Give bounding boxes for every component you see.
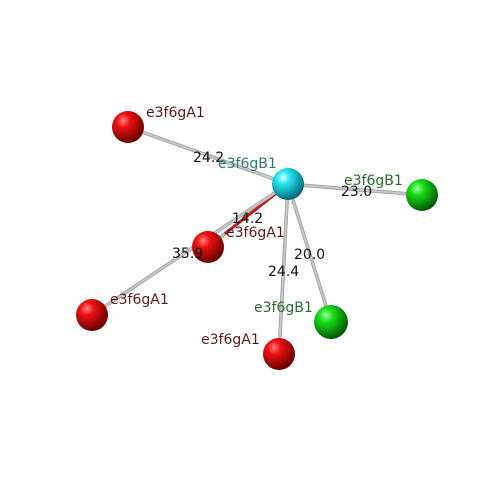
distance-label-a1: 24.2 — [193, 150, 224, 166]
atom-b2 — [314, 305, 348, 339]
atom-label-a2: e3f6gA1 — [226, 225, 285, 241]
atom-a3 — [76, 299, 108, 331]
atom-label-a4: e3f6gA1 — [201, 332, 260, 348]
edges-layer — [90, 125, 424, 356]
atom-label-a3: e3f6gA1 — [110, 292, 169, 308]
distance-label-b1: 23.0 — [341, 184, 372, 200]
atom-a1 — [112, 111, 144, 143]
distance-label-b2: 20.0 — [294, 247, 325, 263]
atom-label-center: e3f6gB1 — [218, 156, 277, 172]
edge-a1 — [126, 125, 290, 186]
atom-label-a1: e3f6gA1 — [146, 105, 205, 121]
nodes-layer — [76, 111, 438, 370]
atom-label-b2: e3f6gB1 — [254, 300, 313, 316]
atom-center — [272, 168, 304, 200]
labels-layer: 24.2 23.0 14.2 35.9 24.420.0 e3f6gB1 e3f6gA1 e3… — [110, 105, 403, 348]
edge-line — [91, 183, 289, 316]
edge-a3 — [90, 182, 290, 317]
edge-line — [287, 183, 332, 323]
distance-label-a4: 24.4 — [268, 264, 299, 280]
edge-line — [287, 183, 423, 196]
atom-label-b1: e3f6gB1 — [344, 173, 403, 189]
atom-b1 — [406, 179, 438, 211]
distance-label-a3: 35.9 — [172, 246, 203, 262]
atom-a4 — [263, 338, 295, 370]
distance-label-a2: 14.2 — [232, 211, 263, 227]
edge-a4 — [277, 182, 290, 356]
atom-a2 — [192, 231, 224, 263]
edge-b2 — [286, 182, 333, 324]
edge-line — [127, 126, 289, 185]
edge-b1 — [286, 182, 424, 197]
edge-line — [278, 183, 289, 355]
